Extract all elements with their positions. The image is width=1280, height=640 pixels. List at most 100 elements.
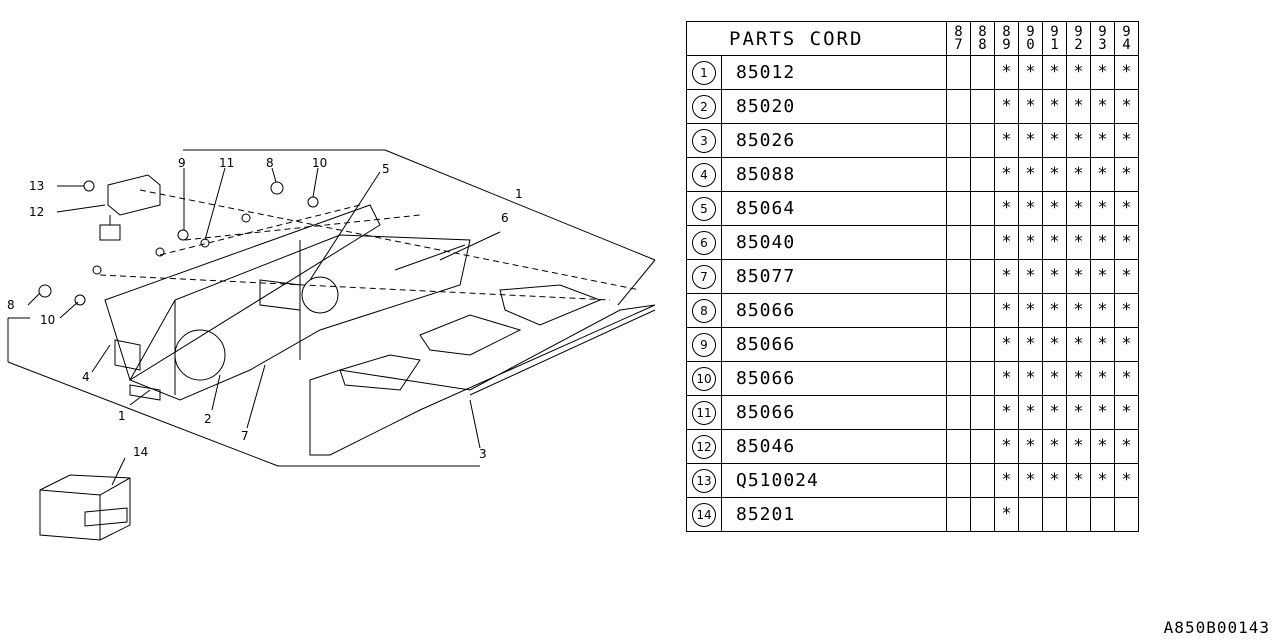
part-code-cell: Q510024 <box>721 463 947 498</box>
callout-label: 8 <box>266 156 274 170</box>
row-number-cell: 2 <box>686 89 722 124</box>
exploded-parts-diagram: 1 1 2 3 4 5 6 7 8 8 9 10 10 11 12 13 14 <box>7 149 656 541</box>
year-applicability-cell: * <box>1018 55 1043 90</box>
circled-number: 7 <box>692 264 716 289</box>
part-code-cell: 85066 <box>721 327 947 362</box>
year-applicability-cell: * <box>1042 123 1067 158</box>
year-applicability-cell: * <box>1042 157 1067 192</box>
part-code-cell: 85012 <box>721 55 947 90</box>
row-number-cell: 12 <box>686 429 722 464</box>
year-applicability-cell: * <box>1042 395 1067 430</box>
circled-number: 11 <box>692 400 716 425</box>
callout-label: 3 <box>479 447 487 461</box>
year-applicability-cell: * <box>1066 463 1091 498</box>
year-applicability-cell <box>946 361 971 396</box>
year-applicability-cell <box>946 497 971 532</box>
year-applicability-cell: * <box>1090 191 1115 226</box>
year-applicability-cell: * <box>1114 89 1139 124</box>
year-applicability-cell: * <box>1018 191 1043 226</box>
year-applicability-cell <box>970 327 995 362</box>
circled-number: 10 <box>692 366 716 391</box>
circled-number: 6 <box>692 230 716 255</box>
year-applicability-cell: * <box>1042 463 1067 498</box>
year-applicability-cell: * <box>1066 123 1091 158</box>
year-applicability-cell: * <box>1114 395 1139 430</box>
year-applicability-cell <box>1114 497 1139 532</box>
part-code-cell: 85201 <box>721 497 947 532</box>
year-applicability-cell: * <box>1114 259 1139 294</box>
year-applicability-cell <box>946 123 971 158</box>
row-number-cell: 1 <box>686 55 722 90</box>
callout-label: 5 <box>382 162 390 176</box>
year-applicability-cell <box>970 55 995 90</box>
year-applicability-cell: * <box>1042 191 1067 226</box>
year-applicability-cell: * <box>1066 191 1091 226</box>
circled-number: 1 <box>692 60 716 85</box>
year-applicability-cell: * <box>1018 157 1043 192</box>
year-applicability-cell <box>970 497 995 532</box>
year-applicability-cell <box>946 89 971 124</box>
year-applicability-cell <box>1018 497 1043 532</box>
year-applicability-cell <box>946 429 971 464</box>
circled-number: 9 <box>692 332 716 357</box>
year-applicability-cell <box>946 259 971 294</box>
year-applicability-cell: * <box>1090 123 1115 158</box>
part-code-cell: 85020 <box>721 89 947 124</box>
year-applicability-cell: * <box>1090 89 1115 124</box>
year-applicability-cell <box>970 361 995 396</box>
year-applicability-cell <box>970 293 995 328</box>
year-applicability-cell: * <box>994 463 1019 498</box>
year-applicability-cell: * <box>1114 293 1139 328</box>
year-applicability-cell: * <box>1090 225 1115 260</box>
year-applicability-cell <box>970 395 995 430</box>
year-applicability-cell: * <box>1042 225 1067 260</box>
year-applicability-cell <box>970 123 995 158</box>
year-applicability-cell: * <box>1042 89 1067 124</box>
year-applicability-cell: * <box>1114 463 1139 498</box>
circled-number: 3 <box>692 128 716 153</box>
circled-number: 4 <box>692 162 716 187</box>
year-applicability-cell: * <box>994 327 1019 362</box>
circled-number: 14 <box>692 502 716 527</box>
year-applicability-cell <box>946 55 971 90</box>
year-applicability-cell: * <box>994 157 1019 192</box>
row-number-cell: 5 <box>686 191 722 226</box>
year-applicability-cell: * <box>1090 429 1115 464</box>
row-number-cell: 10 <box>686 361 722 396</box>
year-applicability-cell: * <box>1018 293 1043 328</box>
part-code-cell: 85077 <box>721 259 947 294</box>
year-applicability-cell: * <box>1114 55 1139 90</box>
year-applicability-cell <box>946 327 971 362</box>
year-applicability-cell <box>946 293 971 328</box>
year-applicability-cell <box>970 463 995 498</box>
year-applicability-cell: * <box>994 123 1019 158</box>
year-applicability-cell: * <box>1018 395 1043 430</box>
year-applicability-cell <box>970 157 995 192</box>
year-applicability-cell: * <box>1090 55 1115 90</box>
callout-label: 11 <box>219 156 234 170</box>
year-applicability-cell: * <box>994 395 1019 430</box>
year-applicability-cell: * <box>1090 259 1115 294</box>
year-applicability-cell: * <box>1114 225 1139 260</box>
year-applicability-cell <box>946 395 971 430</box>
callout-label: 9 <box>178 156 186 170</box>
year-applicability-cell: * <box>1066 55 1091 90</box>
circled-number: 13 <box>692 468 716 493</box>
year-applicability-cell: * <box>1066 429 1091 464</box>
row-number-cell: 8 <box>686 293 722 328</box>
callout-label: 8 <box>7 298 15 312</box>
part-code-cell: 85066 <box>721 293 947 328</box>
year-applicability-cell: * <box>1090 395 1115 430</box>
year-applicability-cell <box>970 89 995 124</box>
year-applicability-cell: * <box>1066 89 1091 124</box>
